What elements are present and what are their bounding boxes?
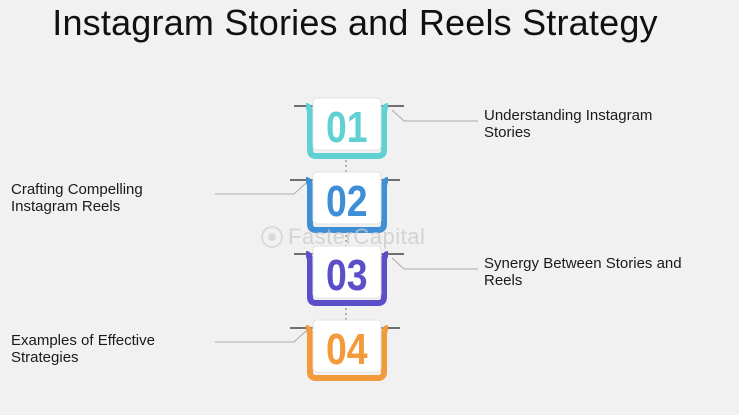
watermark-text: FasterCapital xyxy=(288,224,426,249)
step-number: 01 xyxy=(326,102,368,152)
watermark-logo-icon xyxy=(261,226,283,248)
step-number: 02 xyxy=(326,176,368,226)
step-label-03: Synergy Between Stories and Reels xyxy=(484,255,682,289)
step-label-04: Examples of Effective Strategies xyxy=(11,332,155,366)
step-label-02: Crafting Compelling Instagram Reels xyxy=(11,181,143,215)
step-01: 01 xyxy=(294,97,478,159)
page-title: Instagram Stories and Reels Strategy xyxy=(52,2,658,43)
step-04: 04 xyxy=(215,319,400,381)
step-label-01: Understanding Instagram Stories xyxy=(484,107,653,141)
step-number: 04 xyxy=(326,324,368,374)
step-number: 03 xyxy=(326,250,368,300)
step-02: 02 xyxy=(215,171,400,233)
step-03: 03 xyxy=(294,245,478,306)
